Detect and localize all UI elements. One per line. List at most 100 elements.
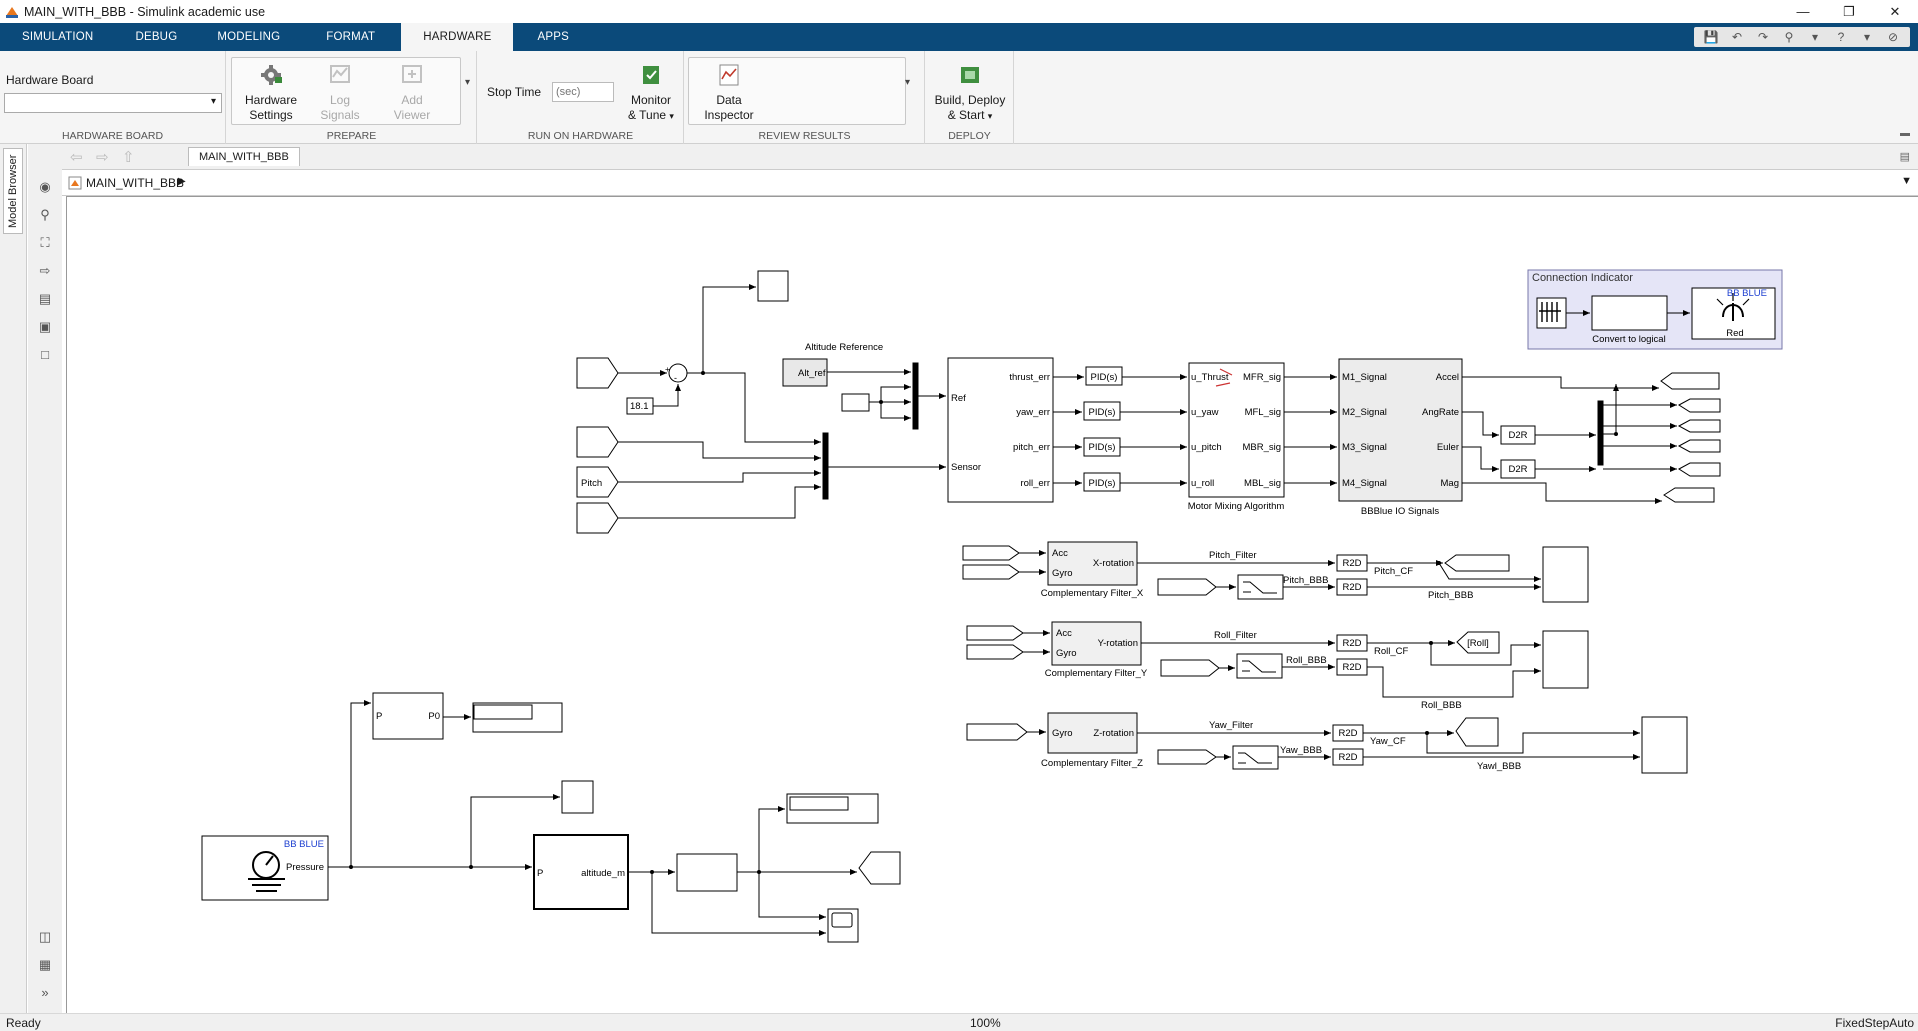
- restore-button[interactable]: ❐: [1843, 3, 1855, 19]
- complementary-filter-x[interactable]: [1047, 541, 1138, 586]
- chevron-down-icon[interactable]: ▼: [1901, 175, 1912, 187]
- close-button[interactable]: ✕: [1889, 3, 1901, 19]
- scope-yaw[interactable]: [1641, 716, 1688, 774]
- scope-roll[interactable]: [1542, 630, 1589, 689]
- search-icon[interactable]: ⚲: [1784, 30, 1794, 44]
- left-panel: Model Browser: [0, 144, 27, 1013]
- annotation-icon[interactable]: ▤: [38, 291, 52, 306]
- goto-roll[interactable]: [1456, 631, 1500, 654]
- from-block-1[interactable]: [576, 357, 619, 389]
- property-inspector-icon[interactable]: ▦: [38, 957, 52, 972]
- tab-modeling[interactable]: MODELING: [217, 31, 281, 43]
- hide-show-browser-icon[interactable]: ◉: [39, 179, 51, 194]
- scope-altitude[interactable]: [827, 908, 859, 943]
- section-prepare: Hardware Settings Log Signals Add Viewer…: [227, 51, 477, 144]
- arrow-icon[interactable]: ⇨: [39, 263, 51, 278]
- bb-blue-pressure-block[interactable]: [201, 835, 329, 901]
- from-yaw-bbb[interactable]: [1157, 749, 1217, 765]
- pid-block-1[interactable]: [1085, 366, 1123, 386]
- switch-block-x[interactable]: [1237, 574, 1284, 600]
- from-roll-bbb[interactable]: [1160, 659, 1220, 677]
- fit-to-view-icon[interactable]: ⛶: [40, 235, 50, 250]
- tab-apps[interactable]: APPS: [537, 31, 569, 43]
- tab-format[interactable]: FORMAT: [326, 31, 376, 43]
- from-block-pitch[interactable]: [576, 466, 619, 498]
- tab-simulation[interactable]: SIMULATION: [22, 31, 94, 43]
- pitch-bbb-label-2: Pitch_BBB: [1428, 590, 1473, 601]
- flight-controller-block[interactable]: [947, 357, 1054, 503]
- stop-time-input[interactable]: [552, 82, 614, 102]
- zoom-level[interactable]: 100%: [970, 1016, 1001, 1030]
- complementary-filter-y[interactable]: [1051, 621, 1142, 666]
- image-icon[interactable]: ▣: [38, 319, 52, 334]
- complementary-filter-z[interactable]: [1047, 712, 1138, 754]
- p0-block[interactable]: [372, 692, 444, 740]
- from-acc-gyro-y[interactable]: [966, 625, 1024, 660]
- help-icon[interactable]: ?: [1837, 30, 1845, 44]
- scope-pressure[interactable]: [561, 780, 594, 814]
- pid-block-4[interactable]: [1083, 472, 1121, 492]
- prepare-expand-icon[interactable]: ▾: [465, 77, 471, 88]
- scope-pitch[interactable]: [1542, 546, 1589, 603]
- tab-menu-icon[interactable]: ▤: [1899, 151, 1910, 163]
- goto-altitude[interactable]: [858, 851, 901, 885]
- alt-ref-block[interactable]: [782, 358, 828, 387]
- up-arrow-icon[interactable]: ⇧: [122, 149, 135, 166]
- scope-top[interactable]: [757, 270, 789, 302]
- model-tab[interactable]: MAIN_WITH_BBB: [188, 147, 300, 166]
- expand-icon[interactable]: »: [41, 985, 49, 1000]
- bbblue-io-block[interactable]: [1338, 358, 1463, 502]
- redo-icon[interactable]: ↷: [1757, 30, 1769, 44]
- area-icon[interactable]: □: [41, 347, 49, 362]
- goto-pitch[interactable]: [1444, 554, 1510, 572]
- add-viewer-button[interactable]: Add Viewer: [387, 63, 437, 123]
- goto-yaw[interactable]: [1455, 717, 1499, 747]
- model-canvas[interactable]: Altitude Reference Alt_ref 18.1 Pitch +-…: [66, 196, 1918, 1013]
- build-deploy-start-button[interactable]: Build, Deploy & Start ▾: [928, 63, 1012, 124]
- pid-block-2[interactable]: [1083, 401, 1121, 421]
- from-block-2[interactable]: [576, 426, 619, 458]
- collapse-ribbon-icon[interactable]: ▬: [1900, 128, 1910, 139]
- constant-block[interactable]: [841, 393, 870, 412]
- back-arrow-icon[interactable]: ⇦: [70, 149, 83, 166]
- switch-block-z[interactable]: [1232, 745, 1279, 770]
- zoom-icon[interactable]: ⚲: [40, 207, 50, 222]
- log-signals-button[interactable]: Log Signals: [315, 63, 365, 123]
- save-icon[interactable]: 💾: [1703, 30, 1719, 44]
- data-inspector-icon: [719, 64, 739, 86]
- review-expand-icon[interactable]: ▾: [905, 77, 911, 88]
- filter-y-name: Complementary Filter_Y: [1045, 668, 1148, 679]
- tab-hardware[interactable]: HARDWARE: [401, 23, 514, 51]
- monitor-tune-button[interactable]: Monitor & Tune ▾: [622, 63, 680, 124]
- tab-debug[interactable]: DEBUG: [135, 31, 178, 43]
- io-out-1: Accel: [1436, 372, 1459, 383]
- display-p0[interactable]: [472, 702, 563, 733]
- from-pitch-bbb[interactable]: [1157, 578, 1217, 596]
- chevron-down-icon: ▾: [987, 111, 993, 121]
- from-block-4[interactable]: [576, 502, 619, 534]
- minimize-ribbon-icon[interactable]: ⊘: [1887, 30, 1899, 44]
- switch-block-y[interactable]: [1236, 653, 1283, 679]
- model-browser-tab[interactable]: Model Browser: [3, 148, 23, 234]
- minimize-button[interactable]: —: [1796, 4, 1810, 19]
- filter-block[interactable]: [676, 853, 738, 892]
- goto-blocks-right[interactable]: [1660, 372, 1721, 503]
- screenshot-icon[interactable]: ◫: [38, 929, 52, 944]
- from-acc-gyro-x[interactable]: [962, 545, 1020, 580]
- display-altitude[interactable]: [786, 793, 879, 824]
- section-title: REVIEW RESULTS: [758, 130, 851, 142]
- undo-icon[interactable]: ↶: [1731, 30, 1743, 44]
- hardware-settings-button[interactable]: Hardware Settings: [241, 63, 301, 123]
- community-icon[interactable]: ▾: [1811, 30, 1819, 44]
- help-menu-icon[interactable]: ▾: [1863, 30, 1871, 44]
- sum-block[interactable]: [668, 363, 688, 383]
- from-gyro-z[interactable]: [966, 723, 1028, 741]
- hardware-board-select[interactable]: ▾: [4, 93, 222, 113]
- solver-label[interactable]: FixedStepAuto: [1835, 1016, 1914, 1030]
- forward-arrow-icon[interactable]: ⇨: [96, 149, 109, 166]
- breadcrumb-arrow-icon[interactable]: ▶: [178, 176, 186, 187]
- convert-to-logical-block[interactable]: [1591, 295, 1668, 331]
- motor-mixing-block[interactable]: [1188, 362, 1285, 498]
- breadcrumb[interactable]: MAIN_WITH_BBB: [86, 176, 185, 190]
- data-inspector-button[interactable]: Data Inspector: [699, 63, 759, 123]
